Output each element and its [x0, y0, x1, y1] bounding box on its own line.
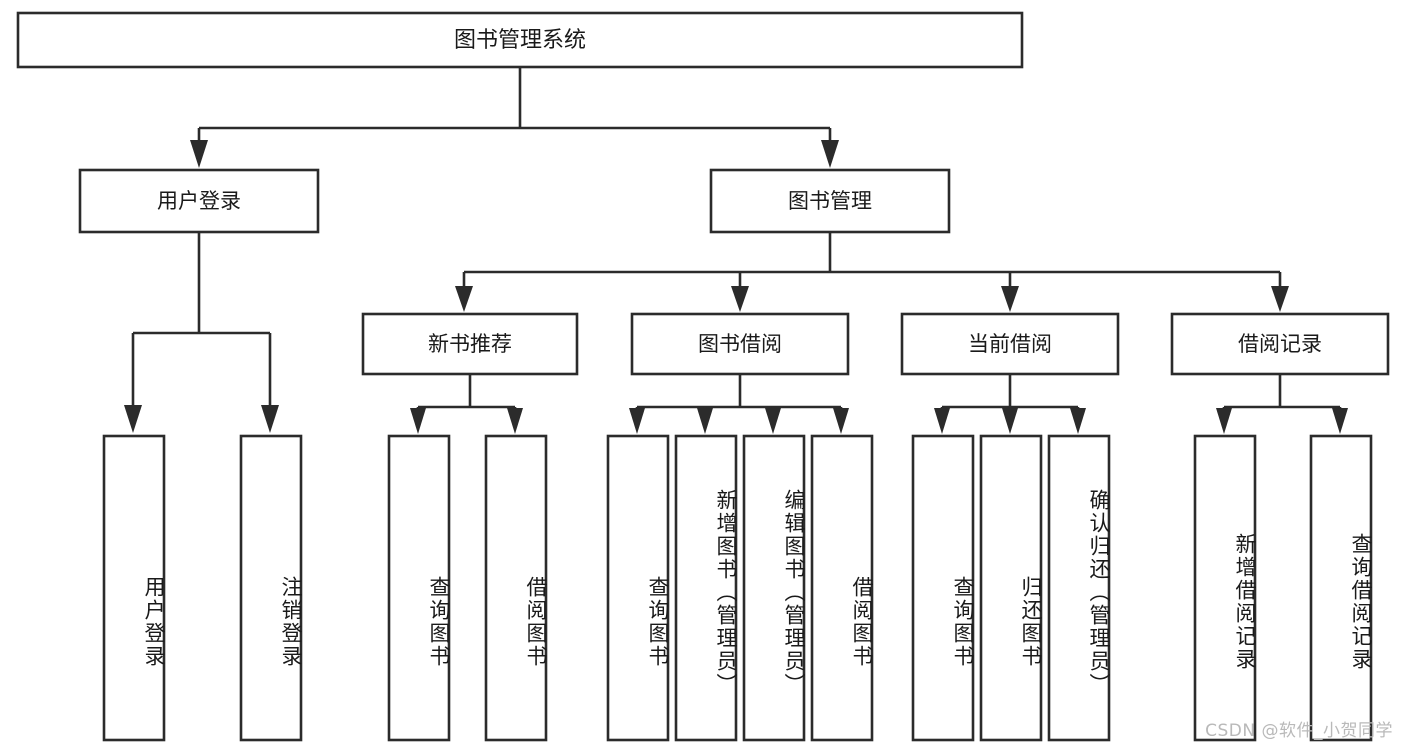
- arrow-to-leaf-user-logout: [261, 405, 279, 433]
- watermark: CSDN @软件_小贺同学: [1205, 721, 1393, 741]
- connector-new-book-recommend-to-leaves: [410, 374, 523, 434]
- arrow-to-leaf-borrow-book-1: [507, 408, 523, 434]
- node-root[interactable]: 图书管理系统: [16, 11, 1024, 69]
- root-label: 图书管理系统: [454, 28, 586, 53]
- leaf-box-borrow-book-1[interactable]: [484, 434, 548, 742]
- leaf-box-edit-book[interactable]: [742, 434, 806, 742]
- book-manage-label: 图书管理: [788, 189, 872, 213]
- current-borrow-box: [900, 312, 1120, 376]
- arrow-to-leaf-query-book-3: [934, 408, 950, 434]
- arrow-to-leaf-borrow-book-2: [833, 408, 849, 434]
- node-user-login[interactable]: 用户登录: [78, 168, 320, 234]
- arrow-to-leaf-add-record: [1216, 408, 1232, 434]
- connector-root-to-level2: [190, 67, 839, 168]
- arrow-to-book-manage: [821, 140, 839, 168]
- leaf-box-user-logout[interactable]: [239, 434, 303, 742]
- leaf-box-borrow-book-2[interactable]: [810, 434, 874, 742]
- arrow-to-leaf-query-record: [1332, 408, 1348, 434]
- node-borrow-record[interactable]: 借阅记录: [1170, 312, 1390, 376]
- node-book-manage[interactable]: 图书管理: [709, 168, 951, 234]
- borrow-record-label: 借阅记录: [1238, 332, 1322, 356]
- node-book-borrow[interactable]: 图书借阅: [630, 312, 850, 376]
- leaf-box-confirm-return[interactable]: [1047, 434, 1111, 742]
- connector-book-borrow-to-leaves: [629, 374, 849, 434]
- arrow-to-leaf-return-book: [1002, 408, 1018, 434]
- node-new-book-recommend[interactable]: 新书推荐: [361, 312, 579, 376]
- leaf-box-user-login[interactable]: [102, 434, 166, 742]
- arrow-to-new-book-recommend: [455, 286, 473, 312]
- arrow-to-current-borrow: [1001, 286, 1019, 312]
- leaf-box-query-book-1[interactable]: [387, 434, 451, 742]
- leaf-box-query-record[interactable]: [1309, 434, 1373, 742]
- new-book-recommend-label: 新书推荐: [428, 332, 512, 356]
- leaf-box-return-book[interactable]: [979, 434, 1043, 742]
- user-login-box: [78, 168, 320, 234]
- leaf-box-add-record[interactable]: [1193, 434, 1257, 742]
- arrow-to-leaf-user-login: [124, 405, 142, 433]
- arrow-to-book-borrow: [731, 286, 749, 312]
- arrow-to-leaf-query-book-1: [410, 408, 426, 434]
- root-box: [16, 11, 1024, 69]
- arrow-to-leaf-add-book: [697, 408, 713, 434]
- connector-user-login-to-leaves: [124, 232, 279, 433]
- leaf-boxes: [102, 434, 1373, 742]
- user-login-label: 用户登录: [157, 189, 241, 213]
- arrow-to-user-login: [190, 140, 208, 168]
- connector-current-borrow-to-leaves: [934, 374, 1086, 434]
- arrow-to-leaf-query-book-2: [629, 408, 645, 434]
- leaf-box-add-book[interactable]: [674, 434, 738, 742]
- arrow-to-leaf-edit-book: [765, 408, 781, 434]
- new-book-recommend-box: [361, 312, 579, 376]
- connector-borrow-record-to-leaves: [1216, 374, 1348, 434]
- connector-book-manage-to-level3: [455, 232, 1289, 312]
- node-current-borrow[interactable]: 当前借阅: [900, 312, 1120, 376]
- leaf-box-query-book-3[interactable]: [911, 434, 975, 742]
- current-borrow-label: 当前借阅: [968, 332, 1052, 356]
- arrow-to-leaf-confirm-return: [1070, 408, 1086, 434]
- book-borrow-label: 图书借阅: [698, 332, 782, 356]
- leaf-box-query-book-2[interactable]: [606, 434, 670, 742]
- arrow-to-borrow-record: [1271, 286, 1289, 312]
